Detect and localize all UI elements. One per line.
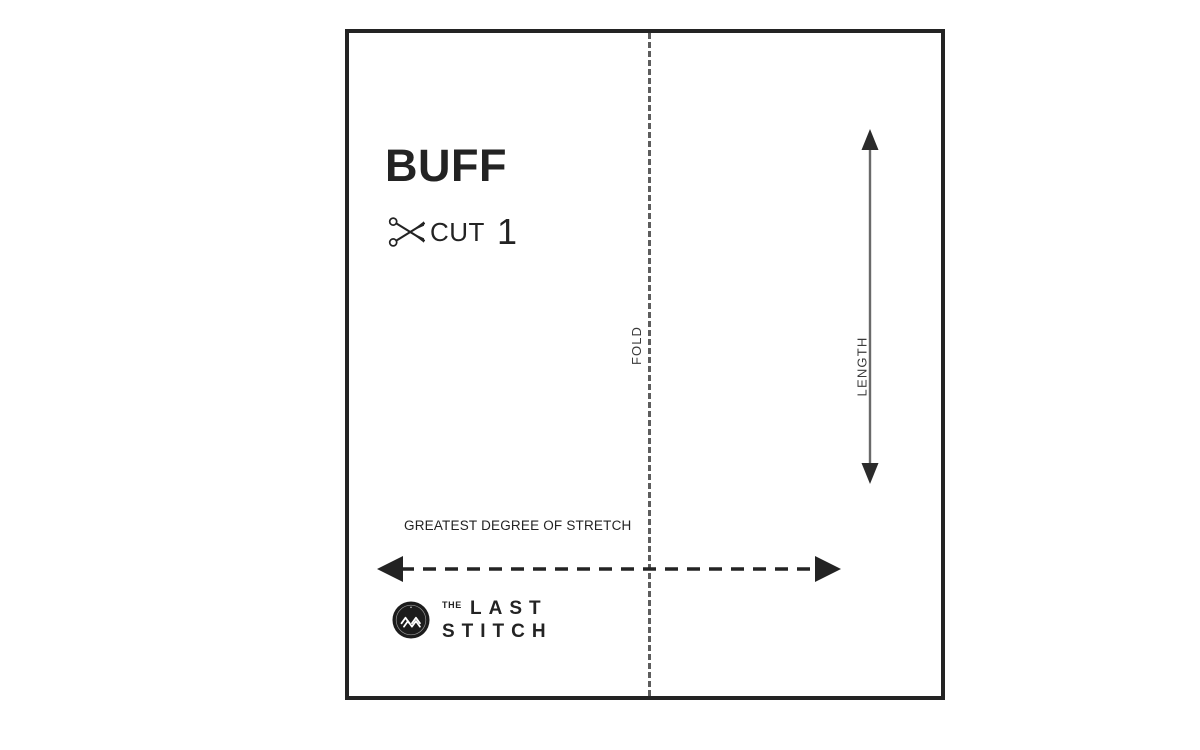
stretch-label: GREATEST DEGREE OF STRETCH [404,518,632,533]
brand-logo: THE LAST STITCH [392,599,553,641]
brand-last: LAST [470,598,548,619]
stretch-arrow [377,556,841,582]
cut-label: CUT [430,216,485,247]
page-title: BUFF [385,140,507,191]
cut-instruction-row: CUT 1 [388,214,517,250]
fold-line [648,33,651,696]
pattern-title-block: BUFF CUT 1 [385,143,517,250]
length-arrow [861,129,879,484]
fold-label: FOLD [629,325,645,366]
cut-count: 1 [496,211,517,252]
stitch-badge-icon [392,601,430,639]
scissors-icon [388,217,426,247]
pattern-piece-frame: FOLD BUFF CUT 1 LENGTH GREATEST DEGRE [345,29,945,700]
brand-wordmark: THE LAST STITCH [442,599,553,641]
length-label: LENGTH [854,336,870,397]
brand-the: THE [442,600,462,610]
brand-stitch: STITCH [442,621,553,642]
